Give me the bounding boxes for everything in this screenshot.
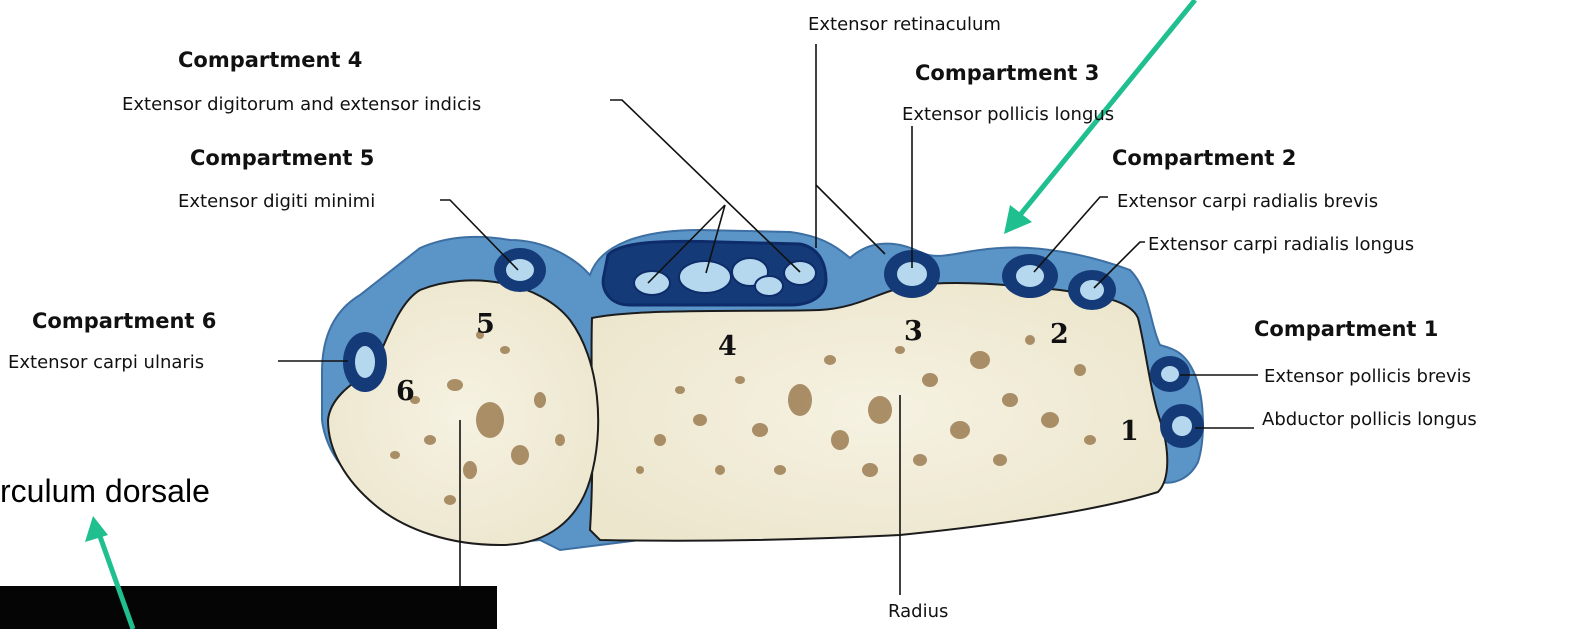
- black-image-bar: [0, 586, 497, 629]
- compartment-number-4: 4: [718, 331, 737, 362]
- compartment-2-muscle-b: Extensor carpi radialis longus: [1148, 234, 1414, 255]
- compartment-1-muscle-b: Abductor pollicis longus: [1262, 409, 1477, 430]
- compartment-6-tendon: [343, 332, 387, 392]
- compartment-3-heading: Compartment 3: [915, 61, 1099, 85]
- compartment-1-brevis-tendon: [1150, 356, 1190, 392]
- compartment-1-heading: Compartment 1: [1254, 317, 1438, 341]
- compartment-5-heading: Compartment 5: [190, 146, 374, 170]
- compartment-4-heading: Compartment 4: [178, 48, 362, 72]
- compartment-2-longus-tendon: [1068, 270, 1116, 310]
- compartment-number-1: 1: [1120, 416, 1139, 447]
- overlay-caption: rculum dorsale: [0, 473, 210, 509]
- retinaculum-label: Extensor retinaculum: [808, 14, 1001, 35]
- compartment-1-muscle-a: Extensor pollicis brevis: [1264, 366, 1471, 387]
- compartment-4-muscle: Extensor digitorum and extensor indicis: [122, 94, 481, 115]
- radius-label: Radius: [888, 601, 948, 622]
- compartment-number-6: 6: [396, 376, 415, 407]
- compartment-6-muscle: Extensor carpi ulnaris: [8, 352, 204, 373]
- compartment-number-3: 3: [904, 316, 923, 347]
- compartment-number-5: 5: [476, 309, 495, 340]
- compartment-2-brevis-tendon: [1002, 254, 1058, 298]
- compartment-5-muscle: Extensor digiti minimi: [178, 191, 375, 212]
- compartment-1-longus-tendon: [1160, 404, 1204, 448]
- compartment-2-heading: Compartment 2: [1112, 146, 1296, 170]
- compartment-6-heading: Compartment 6: [32, 309, 216, 333]
- compartment-number-2: 2: [1050, 319, 1069, 350]
- compartment-5-tendon: [494, 248, 546, 292]
- compartment-2-muscle-a: Extensor carpi radialis brevis: [1117, 191, 1378, 212]
- compartment-3-muscle: Extensor pollicis longus: [902, 104, 1114, 125]
